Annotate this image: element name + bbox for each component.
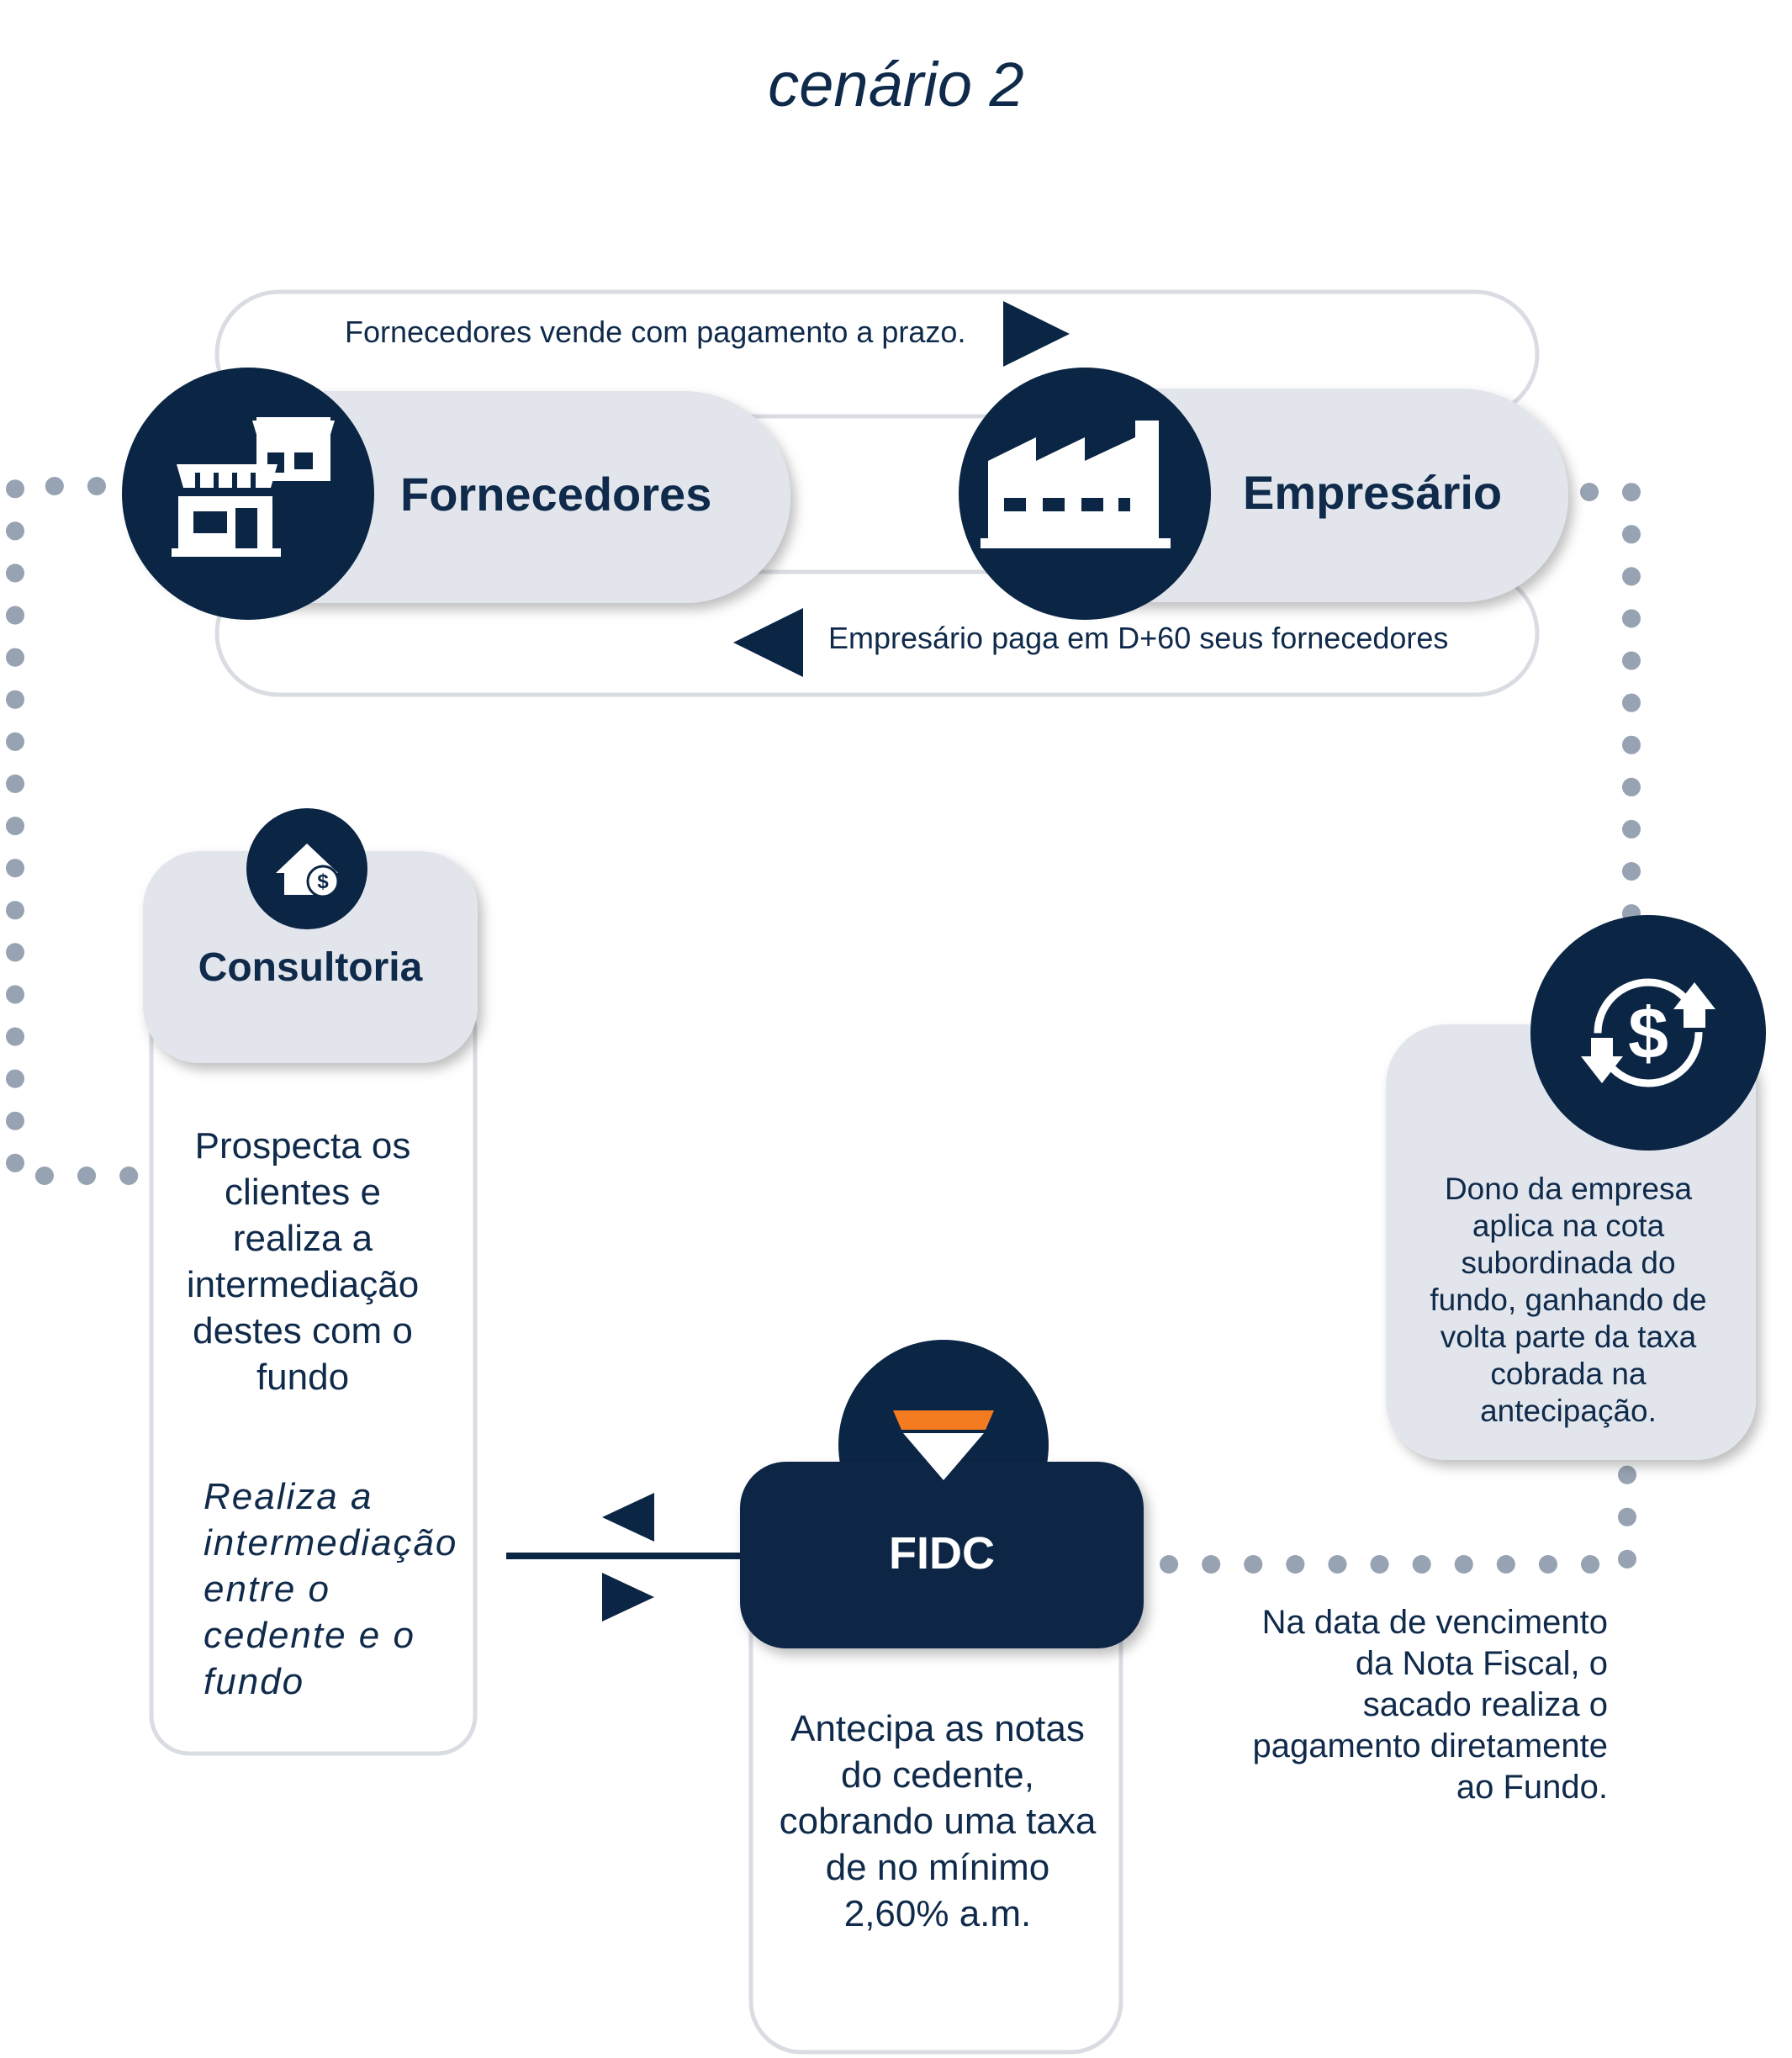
dotted-line-fidc-investidor bbox=[1160, 1454, 1636, 1574]
consultoria-header bbox=[143, 851, 478, 1063]
fidc-label: FIDC bbox=[889, 1528, 995, 1579]
consultoria-description: Prospecta os clientes e realiza a interm… bbox=[186, 1125, 420, 1398]
arrow-left-icon bbox=[602, 1493, 654, 1542]
arrow-left-icon bbox=[733, 608, 803, 677]
flow-loop-top bbox=[214, 289, 1540, 419]
page-title: cenário 2 bbox=[768, 50, 1024, 119]
storefront-icon bbox=[122, 368, 374, 620]
flow-label-top: Fornecedores vende com pagamento a prazo… bbox=[345, 315, 966, 349]
fidc-header bbox=[740, 1462, 1144, 1648]
funnel-icon bbox=[893, 1410, 994, 1480]
flow-loop-bottom bbox=[214, 569, 1540, 697]
fidc-description: Antecipa as notas do cedente, cobrando u… bbox=[779, 1708, 1097, 1934]
dotted-line-fornecedores-consultoria bbox=[6, 477, 156, 1185]
investidor-description: Dono da empresa aplica na cota subordina… bbox=[1430, 1172, 1707, 1428]
arrow-right-icon bbox=[1003, 301, 1070, 367]
consultoria-intermediation-note: Realiza a intermediação entre o cedente … bbox=[204, 1476, 458, 1702]
factory-icon bbox=[959, 368, 1211, 620]
payment-note: Na data de vencimento da Nota Fiscal, o … bbox=[1252, 1604, 1609, 1806]
house-dollar-icon: $ bbox=[246, 808, 367, 929]
svg-text:$: $ bbox=[1628, 993, 1668, 1074]
dotted-connectors bbox=[6, 477, 1641, 1574]
svg-text:$: $ bbox=[317, 870, 329, 893]
arrow-right-icon bbox=[602, 1573, 654, 1622]
dotted-line-empresario-investidor bbox=[1580, 483, 1641, 939]
money-cycle-icon: $ bbox=[1530, 915, 1766, 1151]
fornecedores-label: Fornecedores bbox=[400, 468, 712, 521]
empresario-label: Empresário bbox=[1243, 466, 1503, 519]
consultoria-label: Consultoria bbox=[198, 945, 423, 990]
flow-label-bottom: Empresário paga em D+60 seus fornecedore… bbox=[828, 621, 1449, 655]
